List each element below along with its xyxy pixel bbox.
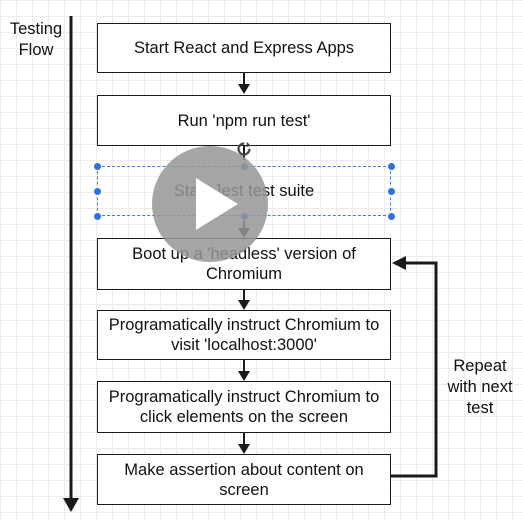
resize-handle-top-left[interactable] bbox=[93, 162, 102, 171]
step-visit-localhost[interactable]: Programatically instruct Chromium to vis… bbox=[97, 310, 391, 360]
resize-handle-top-right[interactable] bbox=[387, 162, 396, 171]
repeat-label-line3: test bbox=[466, 399, 494, 417]
step-start-apps[interactable]: Start React and Express Apps bbox=[97, 23, 391, 73]
step-run-npm-test-label: Run 'npm run test' bbox=[177, 111, 311, 130]
step-start-apps-label: Start React and Express Apps bbox=[133, 39, 355, 57]
step-click-elements-line2: click elements on the screen bbox=[139, 408, 349, 426]
testing-flow-label-line1: Testing bbox=[9, 20, 63, 38]
connector-4-5-head bbox=[238, 300, 250, 310]
step-visit-localhost-line2: visit 'localhost:3000' bbox=[171, 336, 317, 354]
step-make-assertion[interactable]: Make assertion about content on screen bbox=[97, 454, 391, 505]
resize-handle-bottom-right[interactable] bbox=[387, 212, 396, 221]
loop-back-arrow bbox=[390, 261, 438, 478]
step-visit-localhost-line1: Programatically instruct Chromium to bbox=[108, 316, 380, 334]
step-make-assertion-line1: Make assertion about content on bbox=[124, 460, 364, 479]
resize-handle-bottom-left[interactable] bbox=[93, 212, 102, 221]
repeat-with-next-test-label: Repeat with next test bbox=[440, 356, 520, 419]
step-click-elements[interactable]: Programatically instruct Chromium to cli… bbox=[97, 381, 391, 433]
loop-back-arrowhead bbox=[392, 256, 406, 270]
testing-flow-label: Testing Flow bbox=[6, 19, 66, 61]
connector-5-6-head bbox=[238, 371, 250, 381]
step-make-assertion-line2: screen bbox=[219, 480, 269, 499]
repeat-label-line2: with next bbox=[447, 378, 513, 396]
testing-flow-label-line2: Flow bbox=[18, 41, 54, 59]
step-boot-headless-chromium-line2: Chromium bbox=[205, 265, 283, 283]
flow-direction-arrowhead bbox=[63, 498, 79, 512]
resize-handle-middle-left[interactable] bbox=[93, 187, 102, 196]
resize-handle-middle-right[interactable] bbox=[387, 187, 396, 196]
rotate-handle-icon[interactable] bbox=[236, 141, 252, 157]
step-run-npm-test[interactable]: Run 'npm run test' bbox=[97, 95, 391, 146]
step-click-elements-line1: Programatically instruct Chromium to bbox=[108, 388, 380, 406]
play-icon[interactable] bbox=[151, 145, 269, 263]
repeat-label-line1: Repeat bbox=[453, 357, 507, 375]
connector-1-2-head bbox=[238, 84, 250, 94]
connector-6-7-head bbox=[238, 444, 250, 454]
